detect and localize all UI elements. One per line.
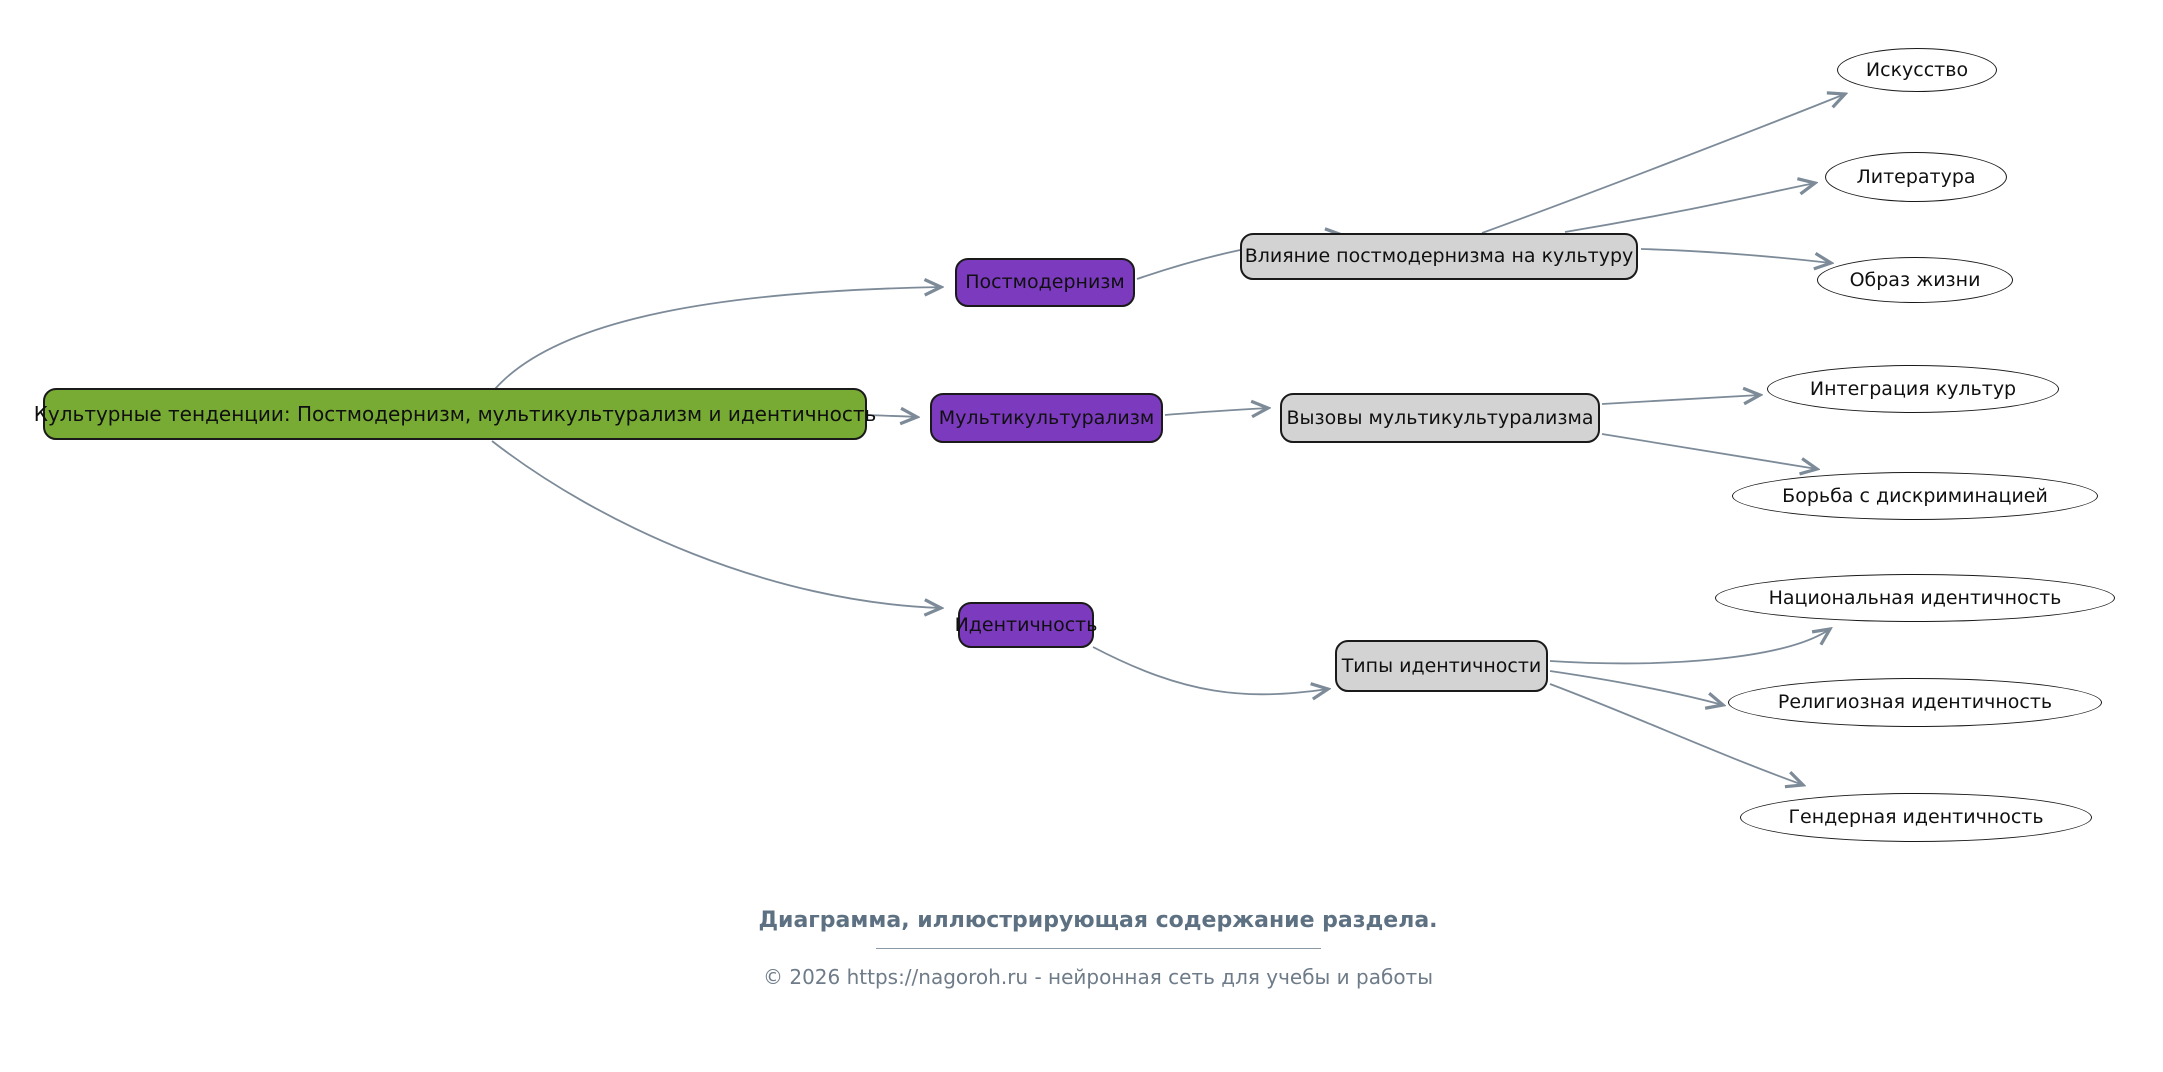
copyright-text: © 2026 https://nagoroh.ru - нейронная се… <box>762 965 1433 989</box>
leaf-culture-integration-label: Интеграция культур <box>1809 377 2017 400</box>
edge-identity-types <box>1092 646 1328 694</box>
footer: Диаграмма, иллюстрирующая содержание раз… <box>558 908 1638 989</box>
node-postmodernism-influence-label: Влияние постмодернизма на культуру <box>1244 245 1634 268</box>
node-multiculturalism-label: Мультикультурализм <box>938 406 1155 429</box>
node-root-label: Культурные тенденции: Постмодернизм, мул… <box>33 402 877 426</box>
node-identity-label: Идентичность <box>954 613 1098 636</box>
diagram-caption: Диаграмма, иллюстрирующая содержание раз… <box>758 908 1438 933</box>
edge-types-national <box>1549 629 1830 665</box>
node-identity-types-label: Типы идентичности <box>1341 654 1542 677</box>
node-multiculturalism: Мультикультурализм <box>930 393 1163 443</box>
edge-challenges-discrimination <box>1601 433 1817 469</box>
edge-influence-lifestyle <box>1640 248 1831 263</box>
leaf-national-identity-label: Национальная идентичность <box>1768 586 2062 609</box>
node-postmodernism: Постмодернизм <box>955 258 1135 307</box>
leaf-culture-integration: Интеграция культур <box>1767 365 2059 413</box>
edge-influence-art <box>1481 94 1845 234</box>
node-postmodernism-influence: Влияние постмодернизма на культуру <box>1240 233 1638 280</box>
edge-influence-literature <box>1564 183 1815 233</box>
leaf-literature-label: Литература <box>1856 165 1976 188</box>
leaf-discrimination-fight-label: Борьба с дискриминацией <box>1782 484 2048 507</box>
leaf-art-label: Искусство <box>1865 58 1969 81</box>
leaf-gender-identity-label: Гендерная идентичность <box>1788 806 2044 829</box>
node-postmodernism-label: Постмодернизм <box>965 271 1125 294</box>
node-root: Культурные тенденции: Постмодернизм, мул… <box>34 388 876 440</box>
node-identity-types: Типы идентичности <box>1335 640 1548 692</box>
edge-multiculturalism-challenges <box>1164 408 1268 415</box>
leaf-lifestyle-label: Образ жизни <box>1849 268 1981 291</box>
node-identity: Идентичность <box>955 602 1097 648</box>
node-multiculturalism-challenges: Вызовы мультикультурализма <box>1280 393 1600 443</box>
edge-challenges-integration <box>1601 395 1760 404</box>
footer-divider <box>875 948 1321 949</box>
node-multiculturalism-challenges-label: Вызовы мультикультурализма <box>1286 406 1594 429</box>
leaf-gender-identity: Гендерная идентичность <box>1740 793 2092 842</box>
leaf-lifestyle: Образ жизни <box>1817 257 2013 303</box>
edge-root-identity <box>491 440 941 608</box>
leaf-religious-identity: Религиозная идентичность <box>1728 678 2102 727</box>
leaf-national-identity: Национальная идентичность <box>1715 574 2115 622</box>
leaf-art: Искусство <box>1837 48 1997 92</box>
leaf-literature: Литература <box>1825 152 2007 202</box>
leaf-discrimination-fight: Борьба с дискриминацией <box>1732 472 2098 520</box>
edge-root-postmodernism <box>494 287 941 390</box>
leaf-religious-identity-label: Религиозная идентичность <box>1777 691 2053 714</box>
edge-types-religious <box>1549 670 1723 705</box>
